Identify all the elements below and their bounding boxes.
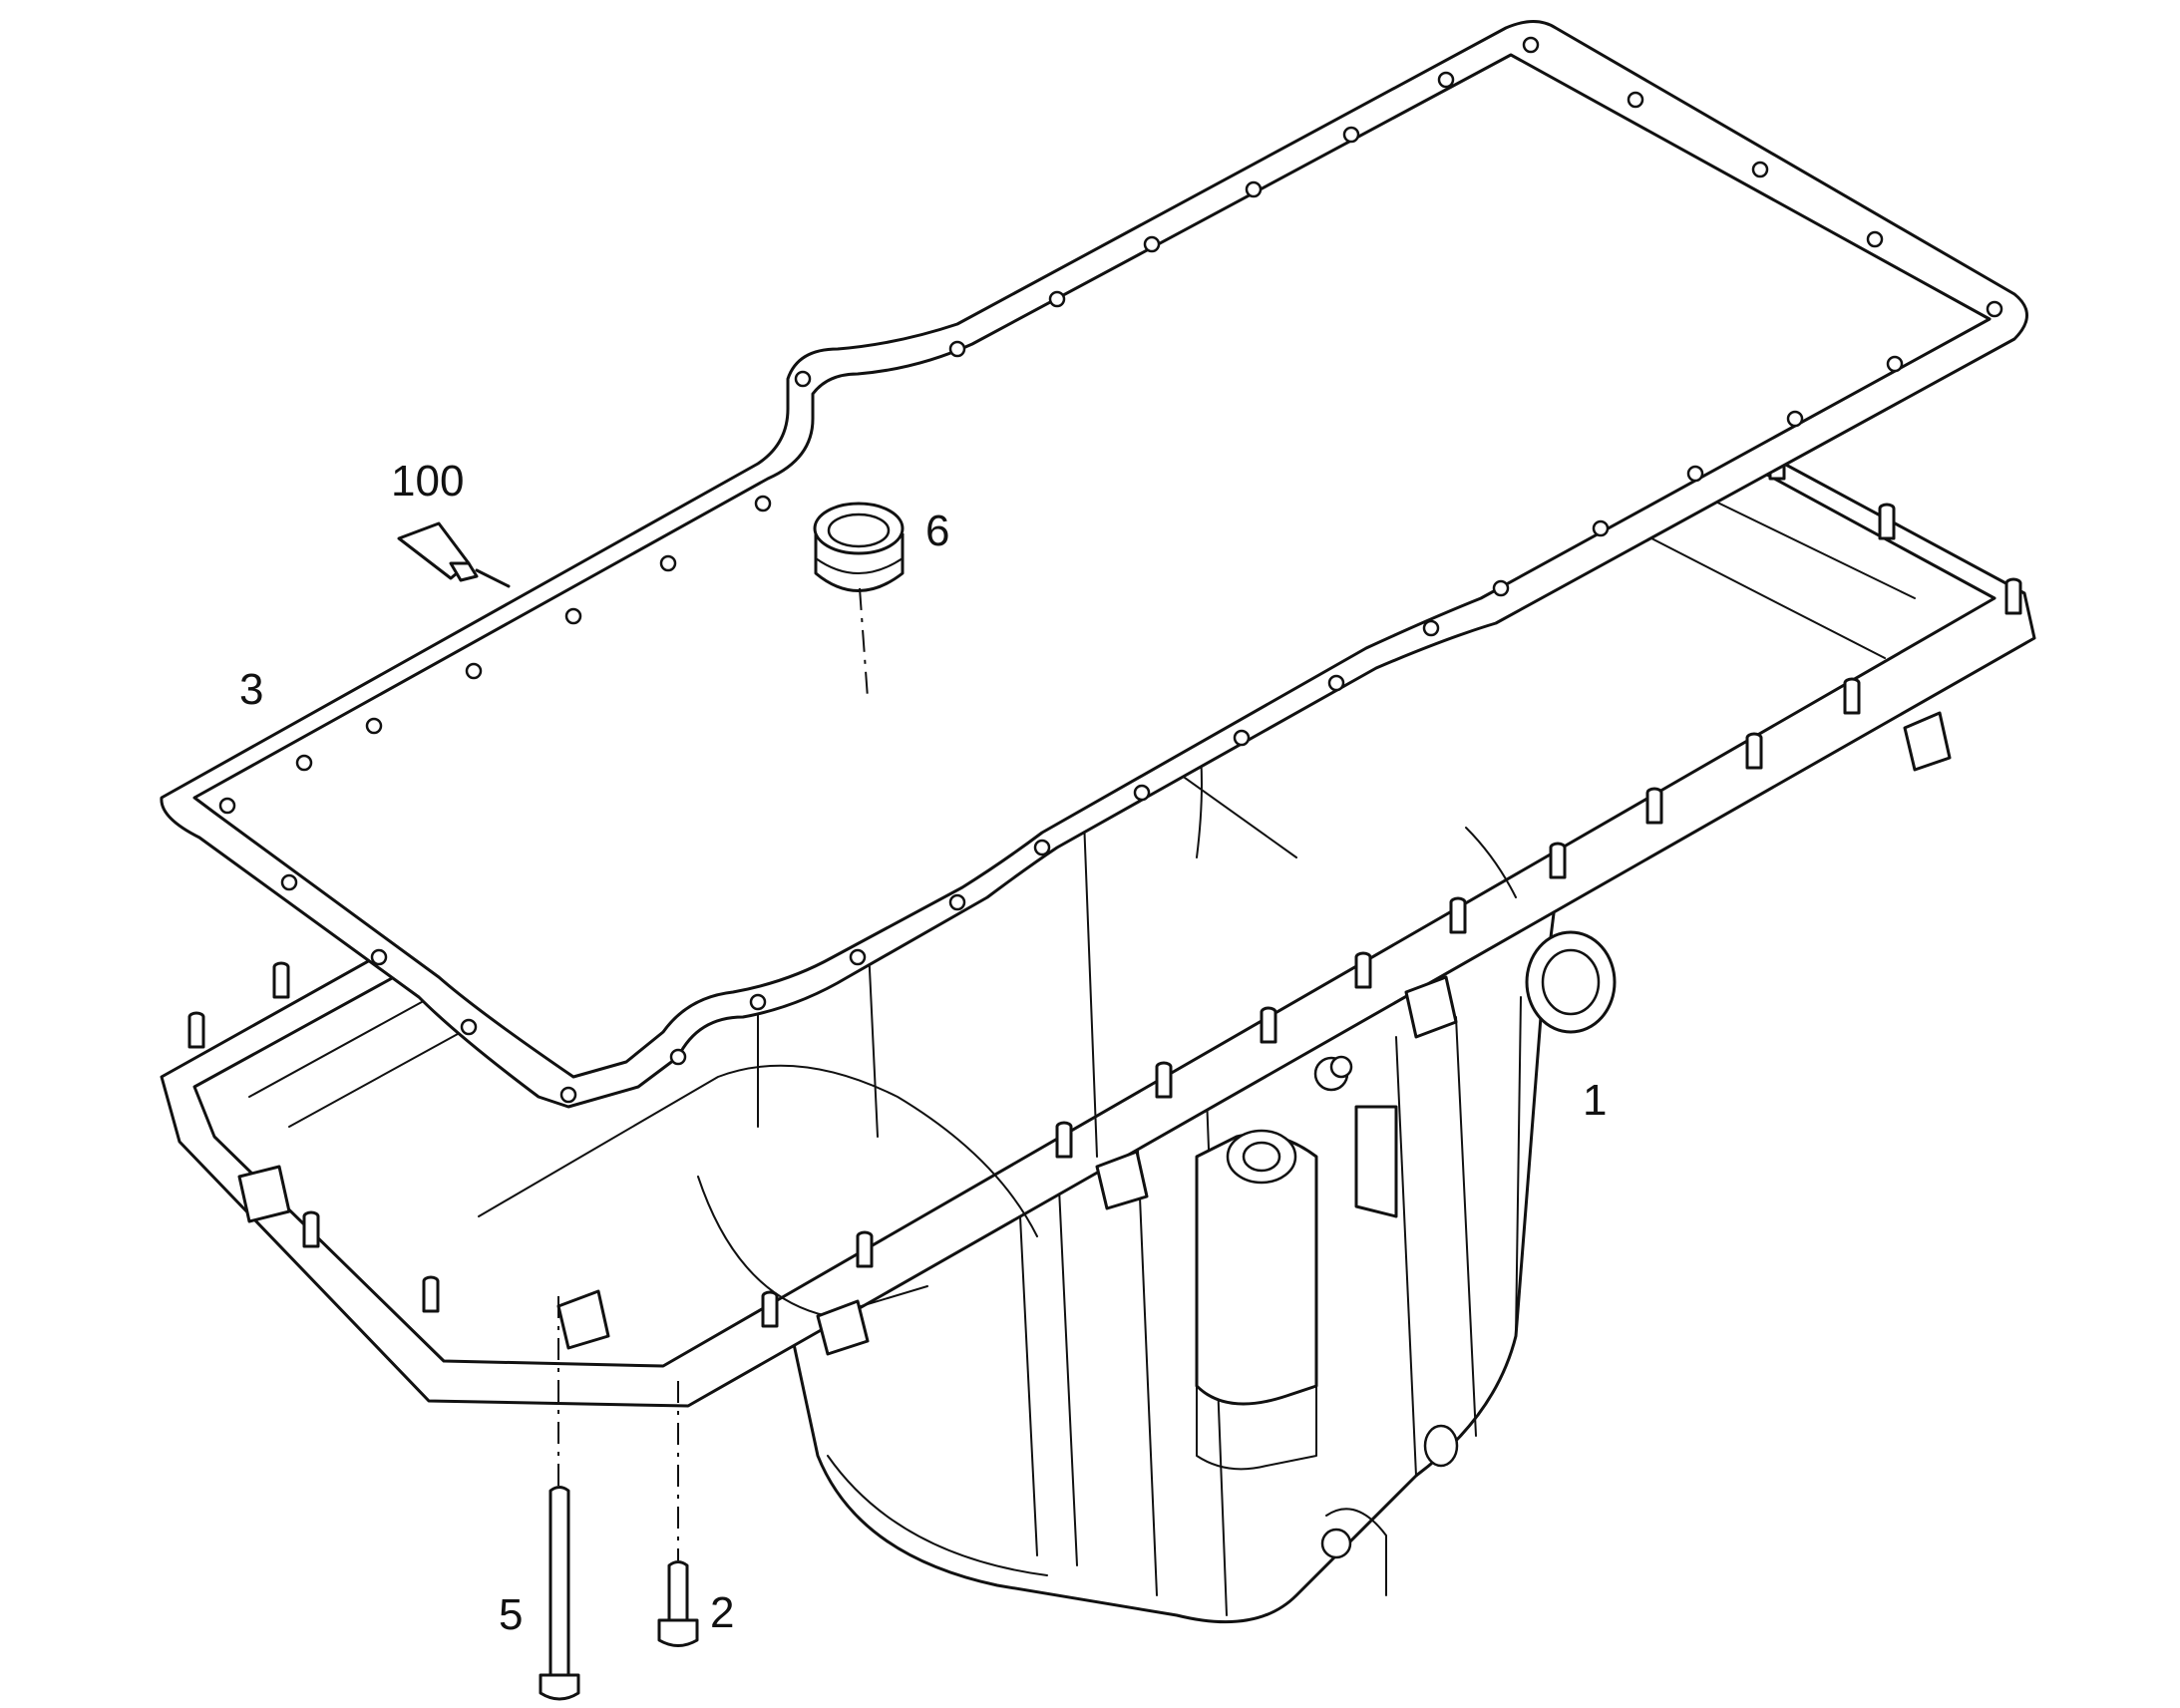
sealant-tube bbox=[397, 521, 511, 588]
part-label-100: 100 bbox=[391, 457, 464, 506]
pickup-seal-ring bbox=[813, 502, 905, 592]
part-label-1: 1 bbox=[1583, 1076, 1607, 1125]
seal-ring-centerline bbox=[859, 587, 869, 699]
gasket bbox=[160, 20, 2028, 1109]
bolt-long bbox=[539, 1486, 580, 1701]
part-label-2: 2 bbox=[710, 1588, 734, 1637]
gasket-bolt-holes bbox=[218, 36, 2003, 1104]
oil-pan bbox=[160, 303, 2036, 1624]
part-label-6: 6 bbox=[925, 507, 949, 555]
bolt-short bbox=[657, 1560, 699, 1647]
part-label-3: 3 bbox=[239, 665, 263, 714]
part-label-5: 5 bbox=[499, 1590, 523, 1639]
